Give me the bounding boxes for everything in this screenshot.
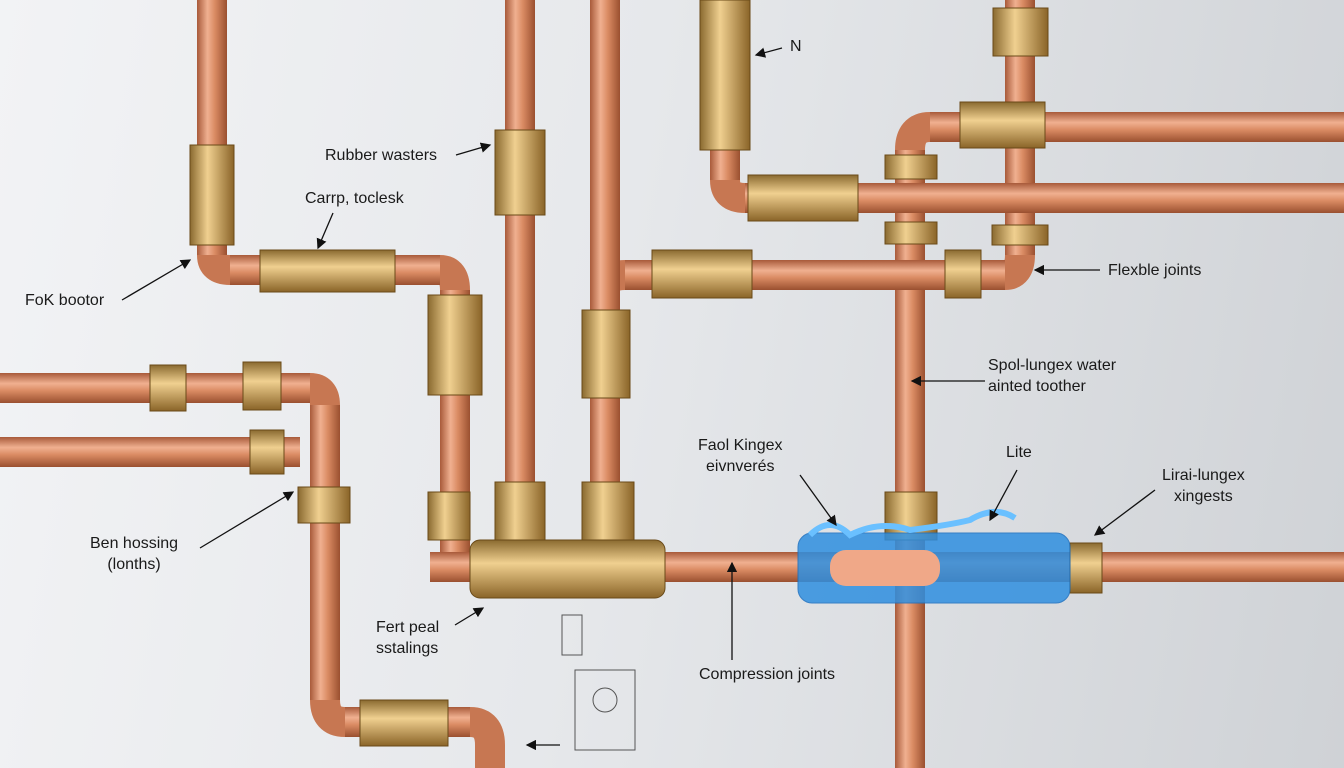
label-line: Spol-lungex water: [988, 357, 1117, 374]
label-line: xingests: [1174, 488, 1233, 505]
pipe-right-upper: [895, 112, 1344, 768]
label-line: sstalings: [376, 640, 439, 657]
label-flexible-joints: Flexble joints: [1108, 262, 1202, 279]
label-faol-kingex: Faol Kingex eivnverés: [698, 435, 783, 477]
label-spol-lungex: Spol-lungex water ainted toother: [988, 355, 1116, 397]
pipe-vertical-center-2: [590, 0, 620, 560]
pipe-top-corner: [710, 0, 1344, 213]
label-line: Fert peal: [376, 619, 440, 636]
label-carrp-tocles: Carrp, toclesk: [305, 190, 404, 207]
label-ben-hossing: Ben hossing (lonths): [90, 533, 178, 575]
label-compression-joints: Compression joints: [699, 666, 836, 683]
label-line: Ben hossing: [90, 535, 179, 552]
label-rubber-washers: Rubber wasters: [325, 147, 438, 164]
pipe-branch: [590, 0, 1035, 292]
label-fert-peal: Fert peal sstalings: [376, 617, 439, 659]
label-fok-bootor: FoK bootor: [25, 292, 105, 309]
label-n: N: [790, 38, 802, 55]
label-line: eivnverés: [706, 458, 775, 475]
pipe-left-loop: [0, 373, 505, 768]
label-lirai-lungex: Lirai-lungex xingests: [1162, 465, 1245, 507]
label-line: Faol Kingex: [698, 437, 783, 454]
label-line: Lirai-lungex: [1162, 467, 1245, 484]
pipe-vertical-center: [505, 0, 535, 560]
brass-fittings: [149, 0, 1103, 747]
label-line: ainted toother: [988, 378, 1086, 395]
label-lite: Lite: [1006, 444, 1032, 461]
valve-sketch: [561, 614, 636, 751]
water-leak-sleeve: [797, 509, 1071, 604]
label-line: (lonths): [107, 556, 161, 573]
leader-arrows: [121, 47, 1156, 751]
